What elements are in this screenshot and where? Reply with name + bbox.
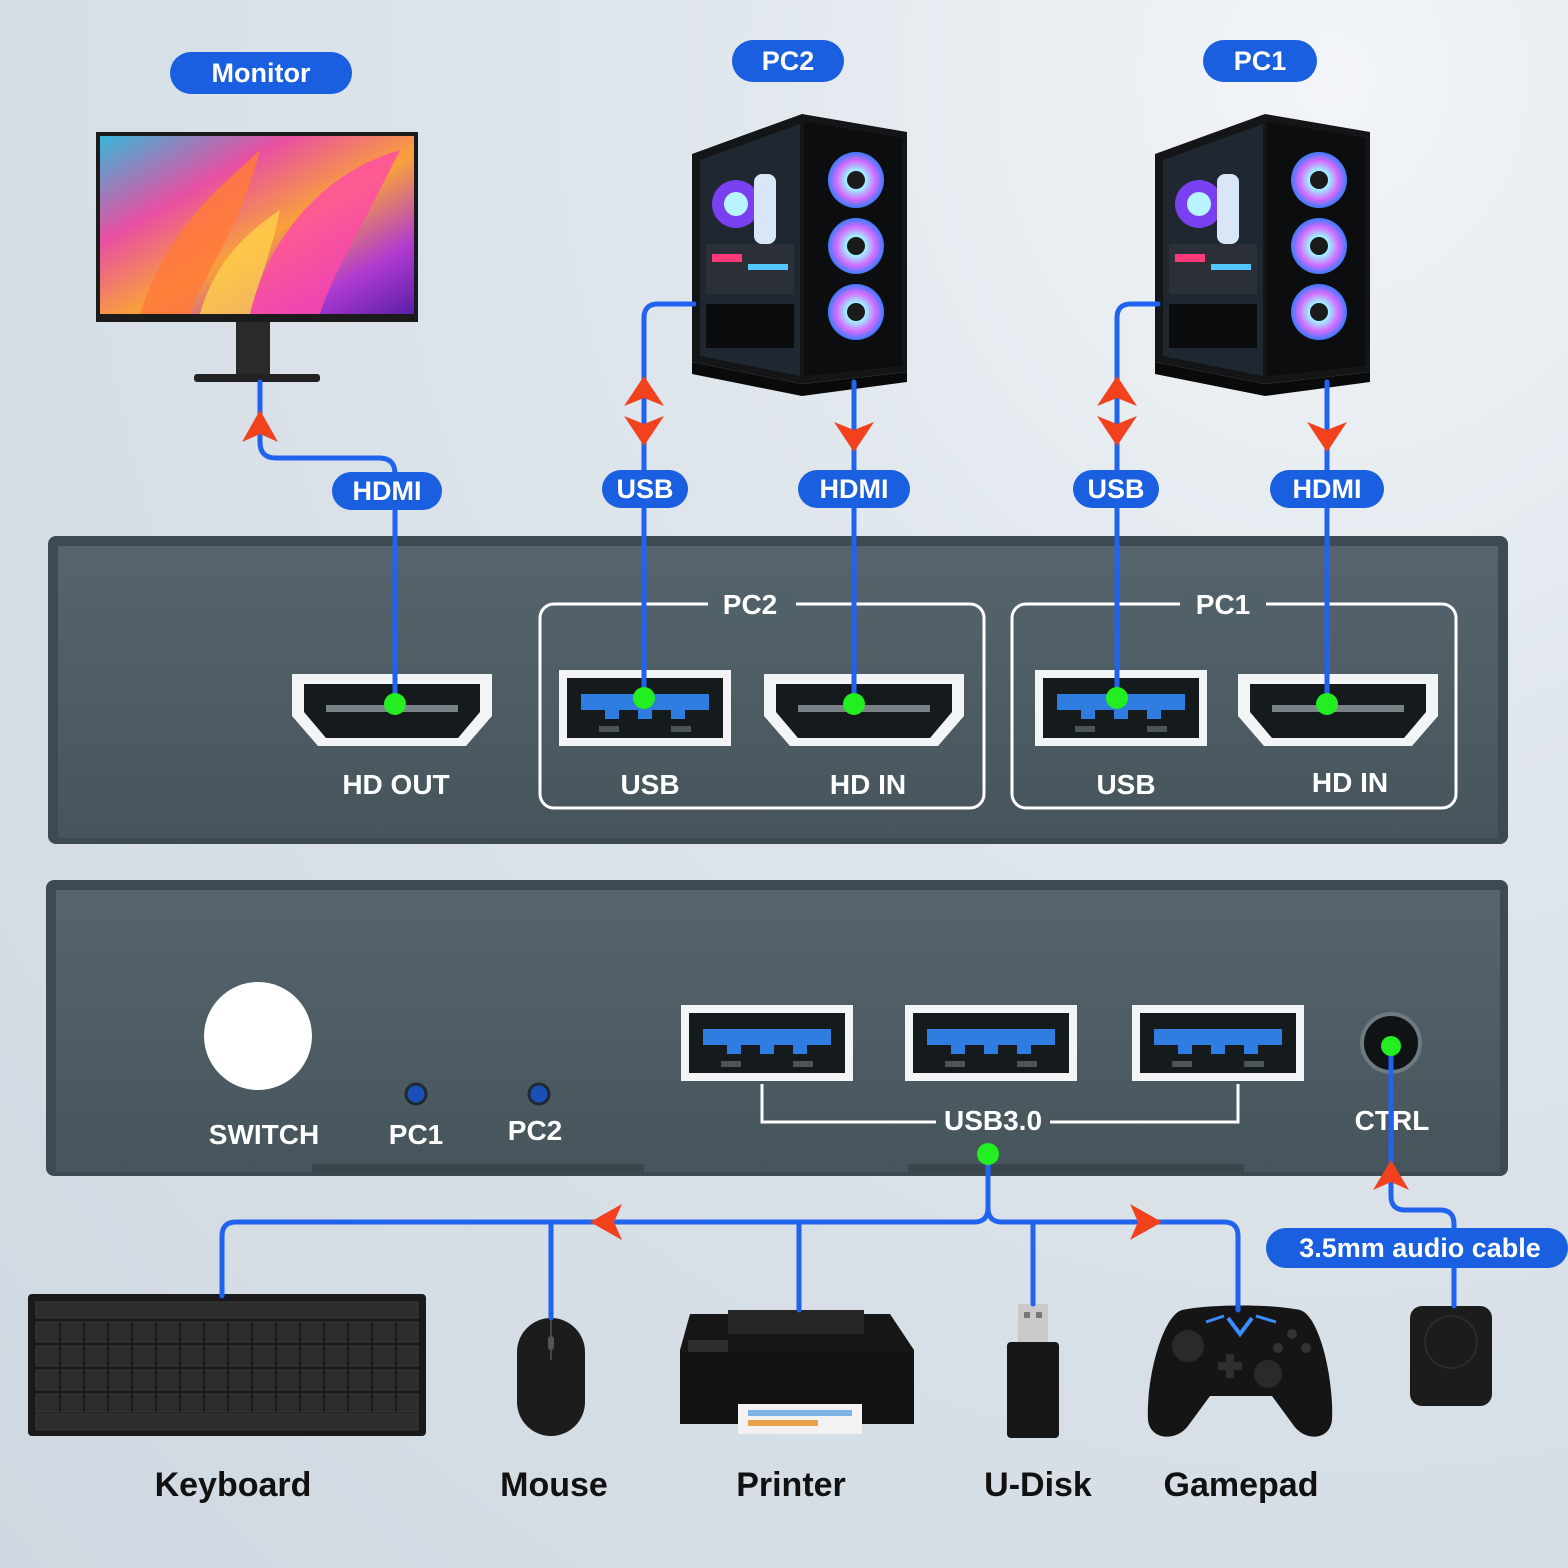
dot-pc2-hd-in <box>843 693 865 715</box>
pc2-usb-label: USB <box>620 769 679 800</box>
port-dots <box>384 687 1401 1165</box>
pill-hdmi-pc1-text: HDMI <box>1293 474 1362 504</box>
usb3-port-3 <box>1132 1005 1304 1081</box>
monitor-pill: Monitor <box>170 52 352 94</box>
usb3-label: USB3.0 <box>944 1105 1042 1136</box>
pc2-pill: PC2 <box>732 40 844 82</box>
direction-arrows <box>242 376 1409 1240</box>
led-pc1-label: PC1 <box>389 1119 443 1150</box>
dot-pc1-hd-in <box>1316 693 1338 715</box>
arrow-down-pc1-hdmi <box>1307 422 1347 452</box>
pill-audio-cable: 3.5mm audio cable <box>1266 1228 1568 1268</box>
pc2-hd-in-label: HD IN <box>830 769 906 800</box>
pill-hdmi-pc1: HDMI <box>1270 470 1384 508</box>
dot-hd-out <box>384 693 406 715</box>
mouse-label: Mouse <box>500 1466 608 1504</box>
gamepad-label: Gamepad <box>1164 1466 1319 1504</box>
switch-label: SWITCH <box>209 1119 319 1150</box>
arrow-up-pc2-usb <box>624 376 664 406</box>
arrow-down-pc2-usb <box>624 416 664 446</box>
pill-usb-pc2-text: USB <box>616 474 673 504</box>
printer-label: Printer <box>736 1466 846 1504</box>
arrow-right-usb-hub <box>1130 1204 1162 1240</box>
mouse-device <box>517 1318 585 1436</box>
pc2-label: PC2 <box>762 46 815 76</box>
pc1-pill: PC1 <box>1203 40 1317 82</box>
pill-usb-pc1-text: USB <box>1087 474 1144 504</box>
pill-hdmi-monitor-text: HDMI <box>353 476 422 506</box>
pc1-tower <box>1155 114 1370 396</box>
pill-usb-pc2: USB <box>602 470 688 508</box>
arrow-up-pc1-usb <box>1097 376 1137 406</box>
arrow-up-ctrl <box>1373 1160 1409 1190</box>
pill-usb-pc1: USB <box>1073 470 1159 508</box>
audio-puck-device <box>1410 1306 1492 1406</box>
pc2-hd-in-port <box>764 674 964 746</box>
pill-audio-cable-text: 3.5mm audio cable <box>1299 1233 1541 1263</box>
kvm-back-panel: PC2 PC1 HD OUT USB HD IN USB HD IN <box>48 536 1508 844</box>
monitor-hdmi-cable <box>257 379 398 707</box>
hd-out-label: HD OUT <box>342 769 449 800</box>
pc1-label: PC1 <box>1234 46 1287 76</box>
pc2-led <box>527 1082 551 1106</box>
arrow-up-monitor <box>242 410 278 442</box>
udisk-label: U-Disk <box>984 1466 1092 1504</box>
dot-ctrl <box>1381 1036 1401 1056</box>
dot-pc2-usb <box>633 687 655 709</box>
usb3-port-2 <box>905 1005 1077 1081</box>
dot-pc1-usb <box>1106 687 1128 709</box>
switch-button[interactable] <box>204 982 312 1090</box>
cables <box>219 301 1457 1321</box>
pc1-usb-cable <box>1114 301 1161 701</box>
pill-hdmi-monitor: HDMI <box>332 472 442 510</box>
kvm-front-panel: SWITCH PC1 PC2 USB3.0 CTRL <box>46 880 1508 1176</box>
gamepad-device <box>1147 1305 1333 1437</box>
group-label-pc1: PC1 <box>1196 589 1250 620</box>
pill-hdmi-pc2-text: HDMI <box>820 474 889 504</box>
pc2-usb-cable <box>641 301 697 701</box>
pc1-usb-label: USB <box>1096 769 1155 800</box>
arrow-down-pc1-usb <box>1097 416 1137 446</box>
audio-cable <box>1388 1041 1457 1309</box>
printer-device <box>680 1310 914 1434</box>
pc1-hd-in-port <box>1238 674 1438 746</box>
usb3-port-1 <box>681 1005 853 1081</box>
monitor-device <box>96 132 418 382</box>
group-label-pc2: PC2 <box>723 589 777 620</box>
udisk-device <box>1007 1304 1059 1438</box>
usb-hub-cable-right <box>985 1205 1241 1313</box>
pc2-tower <box>692 114 907 396</box>
pill-hdmi-pc2: HDMI <box>798 470 910 508</box>
keyboard-label: Keyboard <box>155 1466 312 1504</box>
led-pc2-label: PC2 <box>508 1115 562 1146</box>
keyboard-device <box>28 1294 426 1436</box>
pc1-led <box>404 1082 428 1106</box>
arrow-left-usb-hub <box>590 1204 622 1240</box>
arrow-down-pc2-hdmi <box>834 422 874 452</box>
monitor-label: Monitor <box>212 58 311 88</box>
pc1-hd-in-label: HD IN <box>1312 767 1388 798</box>
dot-usb3 <box>977 1143 999 1165</box>
